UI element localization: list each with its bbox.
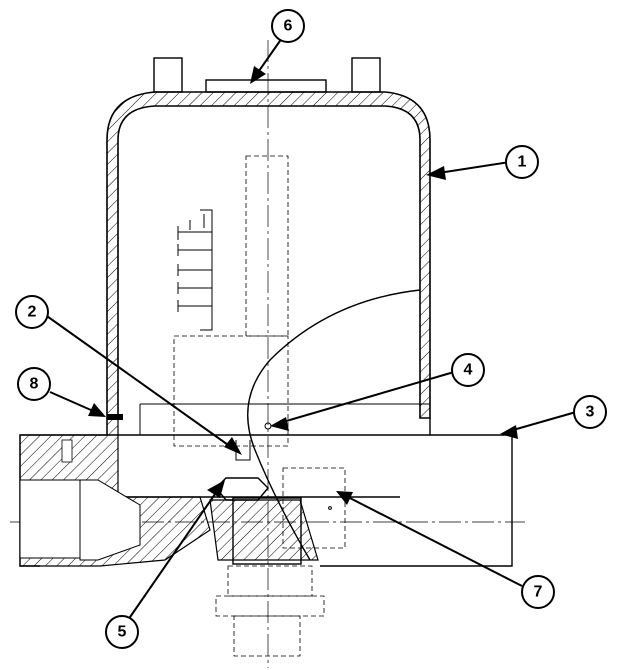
callout-3: 3 — [573, 395, 607, 429]
internal-dashed-parts — [150, 155, 346, 549]
callout-2-label: 2 — [28, 304, 37, 321]
callout-7: 7 — [521, 575, 555, 609]
top-plug — [205, 79, 327, 93]
callout-3-label: 3 — [586, 404, 595, 421]
callout-8: 8 — [17, 367, 51, 401]
callout-6-label: 6 — [284, 18, 293, 35]
cap-shell — [106, 91, 431, 419]
callout-4: 4 — [451, 353, 485, 387]
callout-7-label: 7 — [534, 584, 543, 601]
callout-6: 6 — [271, 9, 305, 43]
cap-lugs — [153, 57, 381, 93]
bottom-drain-plug — [215, 565, 325, 657]
callout-5: 5 — [105, 615, 139, 649]
valve-seat-assembly — [209, 440, 319, 565]
gasket — [107, 414, 123, 420]
callout-1: 1 — [505, 145, 539, 179]
callout-1-label: 1 — [518, 154, 527, 171]
leader-lines — [43, 37, 577, 621]
thermostatic-element — [177, 209, 213, 331]
small-port — [328, 506, 332, 510]
callout-4-label: 4 — [464, 362, 473, 379]
inlet-section-hatched — [19, 417, 211, 567]
callout-8-label: 8 — [30, 376, 39, 393]
callout-2: 2 — [15, 295, 49, 329]
callout-5-label: 5 — [118, 624, 127, 641]
